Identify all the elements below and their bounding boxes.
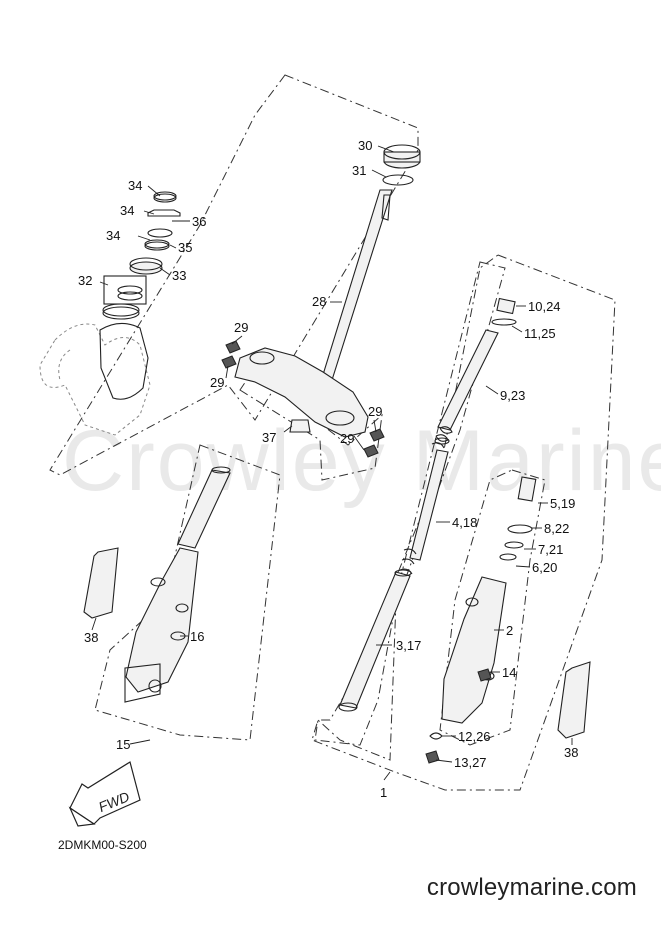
washer-12-26 <box>429 732 443 740</box>
bolt-29-b <box>221 355 237 369</box>
callout-6-20: 6,20 <box>532 560 557 575</box>
fork-spring-9-23 <box>431 297 517 449</box>
callout-33: 33 <box>172 268 186 283</box>
inner-tube-3-17 <box>338 569 412 712</box>
callout-2: 2 <box>506 623 513 638</box>
steering-group-outline <box>49 74 419 476</box>
under-bracket <box>234 347 369 438</box>
frame-ghost-outline <box>39 323 151 436</box>
bolt-29-c <box>369 428 385 442</box>
bolt-29-a <box>225 340 241 354</box>
callout-29-a: 29 <box>234 320 248 335</box>
callout-36: 36 <box>192 214 206 229</box>
inner-tube-outline <box>314 261 506 746</box>
bolt-13-27 <box>425 750 440 764</box>
callout-11-25: 11,25 <box>524 326 556 341</box>
callout-34-b: 34 <box>120 203 134 218</box>
callout-31: 31 <box>352 163 366 178</box>
callout-9-23: 9,23 <box>500 388 525 403</box>
callout-3-17: 3,17 <box>396 638 421 653</box>
fwd-arrow-icon: FWD <box>68 761 141 827</box>
callout-30: 30 <box>358 138 372 153</box>
site-name: crowleymarine.com <box>426 874 637 901</box>
bolt-29-d <box>363 444 379 458</box>
fork-guard-right <box>557 661 591 739</box>
fork-assy-outline <box>311 254 616 791</box>
bearing-parts-stack <box>102 191 181 320</box>
callout-29-c: 29 <box>368 404 382 419</box>
callout-29-d: 29 <box>340 431 354 446</box>
callout-1: 1 <box>380 785 387 800</box>
outer-tube-outline <box>439 469 546 746</box>
diagram-code: 2DMKM00-S200 <box>58 838 147 852</box>
callout-13-27: 13,27 <box>454 755 487 770</box>
callout-4-18: 4,18 <box>452 515 477 530</box>
nut-37 <box>289 419 311 433</box>
callout-35: 35 <box>178 240 192 255</box>
outer-tube-2 <box>441 476 537 724</box>
callout-14: 14 <box>502 665 516 680</box>
callout-8-22: 8,22 <box>544 521 569 536</box>
callout-34-a: 34 <box>128 178 142 193</box>
callout-16: 16 <box>190 629 204 644</box>
left-fork-assembly <box>124 466 231 703</box>
callout-labels: 30 31 34 34 36 34 35 32 33 28 29 29 29 2… <box>78 138 578 800</box>
callout-7-21: 7,21 <box>538 542 563 557</box>
callout-38-right: 38 <box>564 745 578 760</box>
upper-bracket-group-outline <box>239 374 383 481</box>
callout-12-26: 12,26 <box>458 729 491 744</box>
steering-stem <box>321 144 421 381</box>
callout-34-c: 34 <box>106 228 120 243</box>
callout-38-left: 38 <box>84 630 98 645</box>
callout-32: 32 <box>78 273 92 288</box>
callout-29-b: 29 <box>210 375 224 390</box>
leader-lines <box>91 145 573 781</box>
callout-5-19: 5,19 <box>550 496 575 511</box>
callout-28: 28 <box>312 294 326 309</box>
callout-37: 37 <box>262 430 276 445</box>
fork-guard-left <box>83 547 119 619</box>
head-pipe <box>99 322 149 400</box>
callout-10-24: 10,24 <box>528 299 561 314</box>
callout-15: 15 <box>116 737 130 752</box>
